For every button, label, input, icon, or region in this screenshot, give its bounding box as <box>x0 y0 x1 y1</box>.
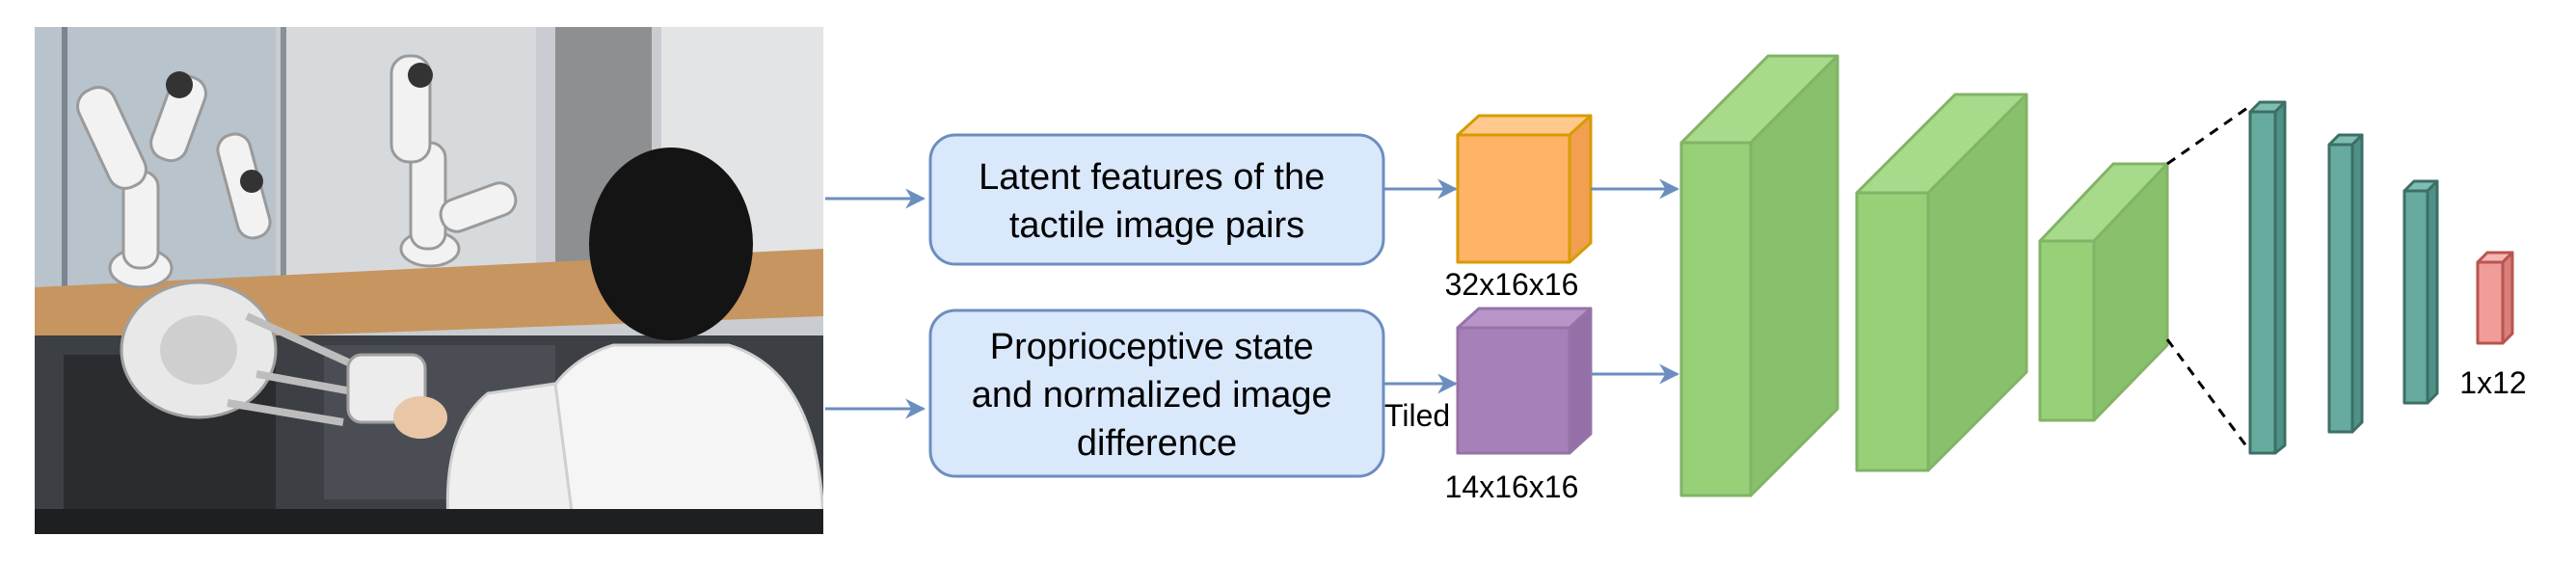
latent-box-line-1: Latent features of the <box>979 157 1325 198</box>
latent-tensor-size: 32x16x16 <box>1445 267 1579 302</box>
conv-block-1 <box>1679 54 1839 497</box>
fc-layer-1 <box>2248 100 2287 455</box>
proprio-tensor-size: 14x16x16 <box>1445 469 1579 504</box>
robot-teleoperation-photo <box>35 27 823 534</box>
proprio-box-line-1: Proprioceptive state <box>990 327 1314 367</box>
svg-text:Proprioceptive state and: Proprioceptive state and normalized imag… <box>972 327 1342 464</box>
proprio-tensor-cube <box>1456 307 1593 455</box>
latent-tensor-cube <box>1456 114 1593 264</box>
latent-box-line-2: tactile image pairs <box>1009 205 1304 246</box>
output-layer <box>2476 251 2514 345</box>
conv-block-2 <box>1855 93 2028 472</box>
svg-text:Latent features of the t: Latent features of the tactile image pai… <box>979 157 1335 246</box>
proprio-box-line-3: difference <box>1077 423 1237 464</box>
dashed-connector-bottom <box>2165 338 2252 452</box>
proprioceptive-state-box: Proprioceptive state and normalized imag… <box>928 308 1385 478</box>
output-size-label: 1x12 <box>2459 365 2526 400</box>
latent-features-box: Latent features of the tactile image pai… <box>928 133 1385 266</box>
fc-layer-2 <box>2327 133 2364 434</box>
proprio-box-line-2: and normalized image <box>972 375 1332 416</box>
dashed-connector-top <box>2166 104 2251 166</box>
fc-layer-3 <box>2402 179 2439 405</box>
conv-block-3 <box>2038 162 2169 422</box>
tiled-label: Tiled <box>1384 398 1450 433</box>
